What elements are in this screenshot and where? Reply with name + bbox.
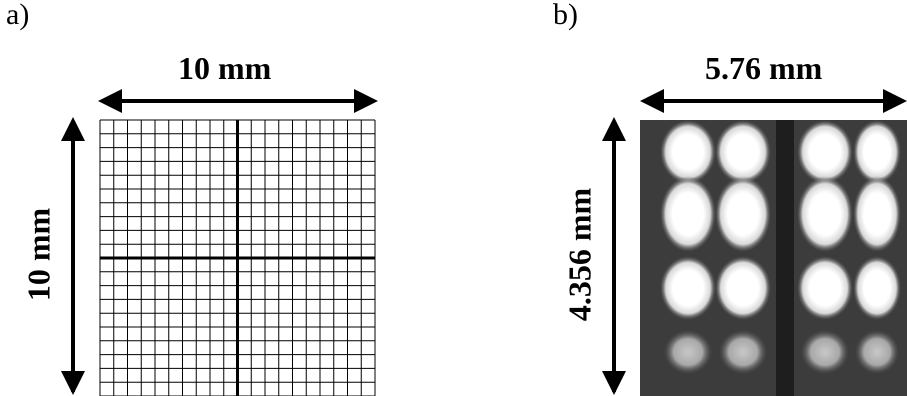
beamlet-spot (853, 256, 901, 320)
panel-b-label: b) (553, 0, 578, 31)
beamlet-spot (660, 120, 716, 184)
beamlet-spot-dim (719, 330, 767, 374)
beamlet-spot-dim (664, 330, 712, 374)
beamlet-spot (660, 256, 716, 320)
beam-image (640, 120, 907, 396)
panel-a-height-arrow (61, 117, 85, 395)
panel-a-width-arrow (98, 89, 378, 113)
panel-b-height-arrow (602, 117, 626, 395)
beamlet-spot-dim (801, 330, 849, 374)
panel-a-label: a) (6, 0, 30, 31)
millimeter-grid (99, 119, 376, 396)
beamlet-spot (660, 176, 716, 252)
panel-b-width-arrow (640, 89, 907, 113)
beamlet-spot (853, 120, 901, 184)
panel-b-width-label: 5.76 mm (705, 50, 823, 86)
beamlet-spot (853, 176, 901, 252)
panel-a-width-label: 10 mm (178, 50, 272, 86)
beamlet-spot (797, 176, 853, 252)
beamlet-spot (797, 120, 853, 184)
beamlet-spot (797, 256, 853, 320)
beamlet-spot (715, 256, 771, 320)
beamlet-spot-dim (855, 330, 899, 374)
beamlet-spot (715, 176, 771, 252)
beamlet-spot (715, 120, 771, 184)
